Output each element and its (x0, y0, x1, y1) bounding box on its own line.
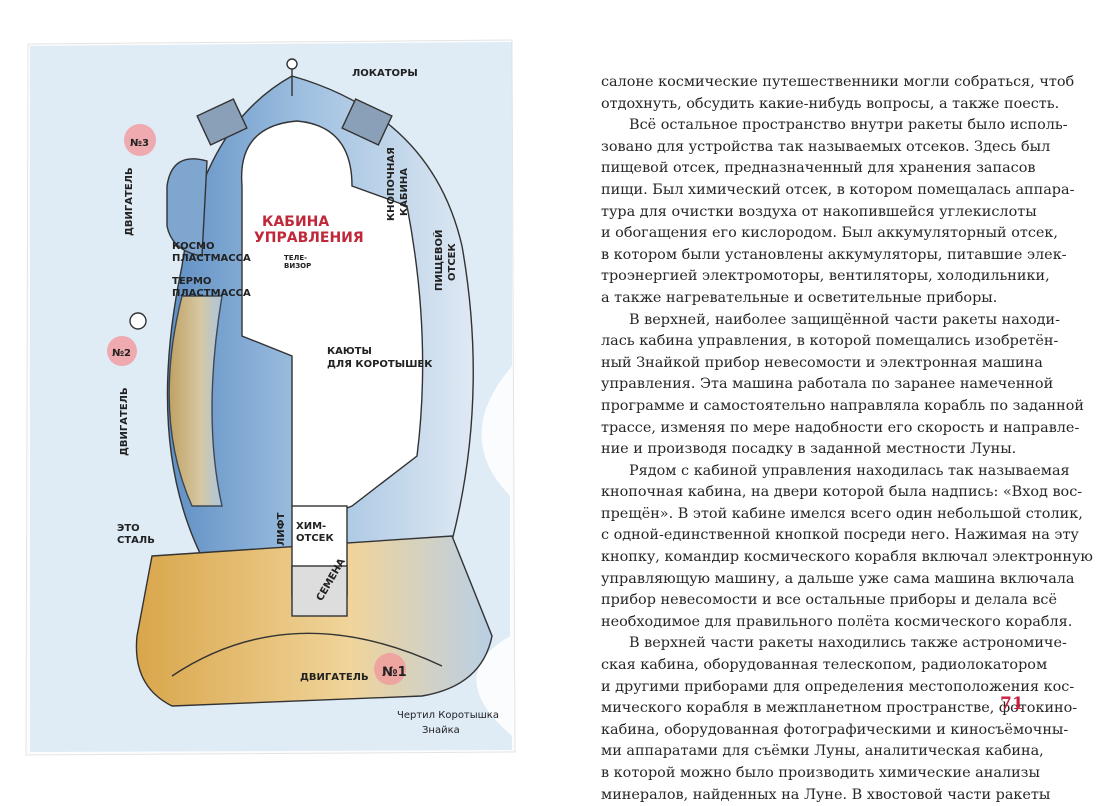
page-number: 71 (1000, 694, 1024, 714)
text-line: и обогащения его кислородом. Был аккумул… (601, 225, 1058, 242)
label-chem-1: ХИМ- (296, 521, 326, 532)
label-engine2: ДВИГАТЕЛЬ (119, 387, 130, 456)
text-line: отдохнуть, обсудить какие-нибудь вопросы… (601, 95, 1060, 112)
text-line: трассе, изменяя по мере надобности его с… (601, 419, 1080, 436)
text-line: прибор невесомости и все остальные прибо… (601, 592, 1057, 609)
text-line: управляющую машину, а дальше уже сама ма… (601, 570, 1075, 587)
label-control-cabin-1: КАБИНА (262, 214, 329, 230)
engine1-badge (374, 653, 406, 685)
text-line: кнопочная кабина, на двери которой была … (601, 484, 1083, 501)
paragraph: Всё остальное пространство внутри ракеты… (601, 115, 1075, 309)
paragraph: Рядом с кабиной управления находилась та… (601, 461, 1093, 634)
label-thermo-2: ПЛАСТМАССА (172, 288, 251, 299)
body-text: салоне космические путешественники могли… (601, 72, 1093, 806)
text-line: троэнергией электромоторы, вентиляторы, … (601, 268, 1050, 285)
label-lift: ЛИФТ (276, 512, 287, 546)
text-line: кабина, оборудованная фотографическими и… (601, 721, 1069, 738)
label-chem-2: ОТСЕК (296, 533, 334, 544)
text-line: управления. Эта машина работала по заран… (601, 376, 1054, 393)
engine2-badge (107, 336, 137, 366)
text-line: ми аппаратами для съёмки Луны, аналитиче… (601, 743, 1044, 760)
engine3-badge (124, 124, 156, 156)
paragraph: салоне космические путешественники могли… (601, 72, 1075, 115)
text-line: ный Знайкой прибор невесомости и электро… (601, 354, 1043, 371)
label-engine2-num: №2 (112, 348, 131, 359)
text-line: пищи. Был химический отсек, в котором по… (601, 181, 1075, 198)
text-line: зовано для устройства так называемых отс… (601, 138, 1051, 155)
label-thermo-1: ТЕРМО (172, 276, 211, 287)
paragraph: В верхней, наиболее защищённой части рак… (601, 310, 1084, 461)
label-button-cabin-1: КНОПОЧНАЯ (386, 147, 397, 221)
text-line: прещён». В этой кабине имелся всего один… (601, 505, 1083, 522)
text-line: мического корабля в межпланетном простра… (601, 700, 1078, 717)
text-line: ние и производя посадку в заданной местн… (601, 441, 1017, 458)
label-engine1-num: №1 (382, 665, 407, 680)
text-line: пищевой отсек, предназначенный для хране… (601, 160, 1036, 177)
paragraph: В верхней части ракеты находились также … (601, 633, 1078, 806)
label-engine3: ДВИГАТЕЛЬ (124, 167, 135, 236)
text-line: в которой можно было производить химичес… (601, 765, 1040, 781)
label-button-cabin-2: КАБИНА (399, 168, 410, 216)
text-line: и другими приборами для определения мест… (601, 678, 1075, 695)
text-line: ская кабина, оборудованная телескопом, р… (601, 657, 1048, 674)
label-cosmo-2: ПЛАСТМАССА (172, 253, 251, 264)
diagram-labels: ЛОКАТОРЫ ДВИГАТЕЛЬ №3 КНОПОЧНАЯ КАБИНА К… (112, 68, 499, 736)
label-cabins-1: КАЮТЫ (327, 346, 372, 357)
label-food-2: ОТСЕК (447, 243, 458, 281)
text-line: В верхней части ракеты находились также … (629, 635, 1067, 652)
text-line: салоне космические путешественники могли… (601, 74, 1075, 90)
label-locators: ЛОКАТОРЫ (352, 68, 418, 79)
text-line: Рядом с кабиной управления находилась та… (629, 462, 1070, 479)
text-line: Всё остальное пространство внутри ракеты… (629, 117, 1068, 134)
text-line: с одной-единственной кнопкой посреди нег… (601, 527, 1079, 544)
label-tv-1: ТЕЛЕ- (284, 254, 307, 262)
rocket-illustration: ЛОКАТОРЫ ДВИГАТЕЛЬ №3 КНОПОЧНАЯ КАБИНА К… (25, 39, 516, 756)
text-line: а также нагревательные и осветительные п… (601, 289, 998, 306)
label-steel-1: ЭТО (117, 523, 140, 534)
text-line: тура для очистки воздуха от накопившейся… (601, 203, 1037, 220)
label-cosmo-1: КОСМО (172, 241, 214, 252)
text-line: программе и самостоятельно направляла ко… (601, 397, 1084, 414)
text-line: лась кабина управления, в которой помеща… (601, 333, 1059, 350)
text-line: минералов, найденных на Луне. В хвостово… (601, 786, 1051, 803)
signature-line-2: Знайка (422, 725, 460, 736)
text-line: необходимое для правильного полёта косми… (601, 613, 1073, 630)
label-control-cabin-2: УПРАВЛЕНИЯ (254, 230, 364, 246)
label-food-1: ПИЩЕВОЙ (432, 230, 445, 291)
text-line: В верхней, наиболее защищённой части рак… (629, 311, 1060, 328)
label-engine1: ДВИГАТЕЛЬ (300, 672, 369, 683)
text-line: кнопку, командир космического корабля вк… (601, 549, 1093, 566)
label-cabins-2: ДЛЯ КОРОТЫШЕК (327, 359, 433, 370)
label-steel-2: СТАЛЬ (117, 535, 155, 546)
signature-line-1: Чертил Коротышка (397, 710, 499, 721)
label-engine3-num: №3 (130, 138, 149, 149)
text-line: в котором были установлены аккумуляторы,… (601, 246, 1067, 263)
label-tv-2: ВИЗОР (284, 262, 311, 270)
